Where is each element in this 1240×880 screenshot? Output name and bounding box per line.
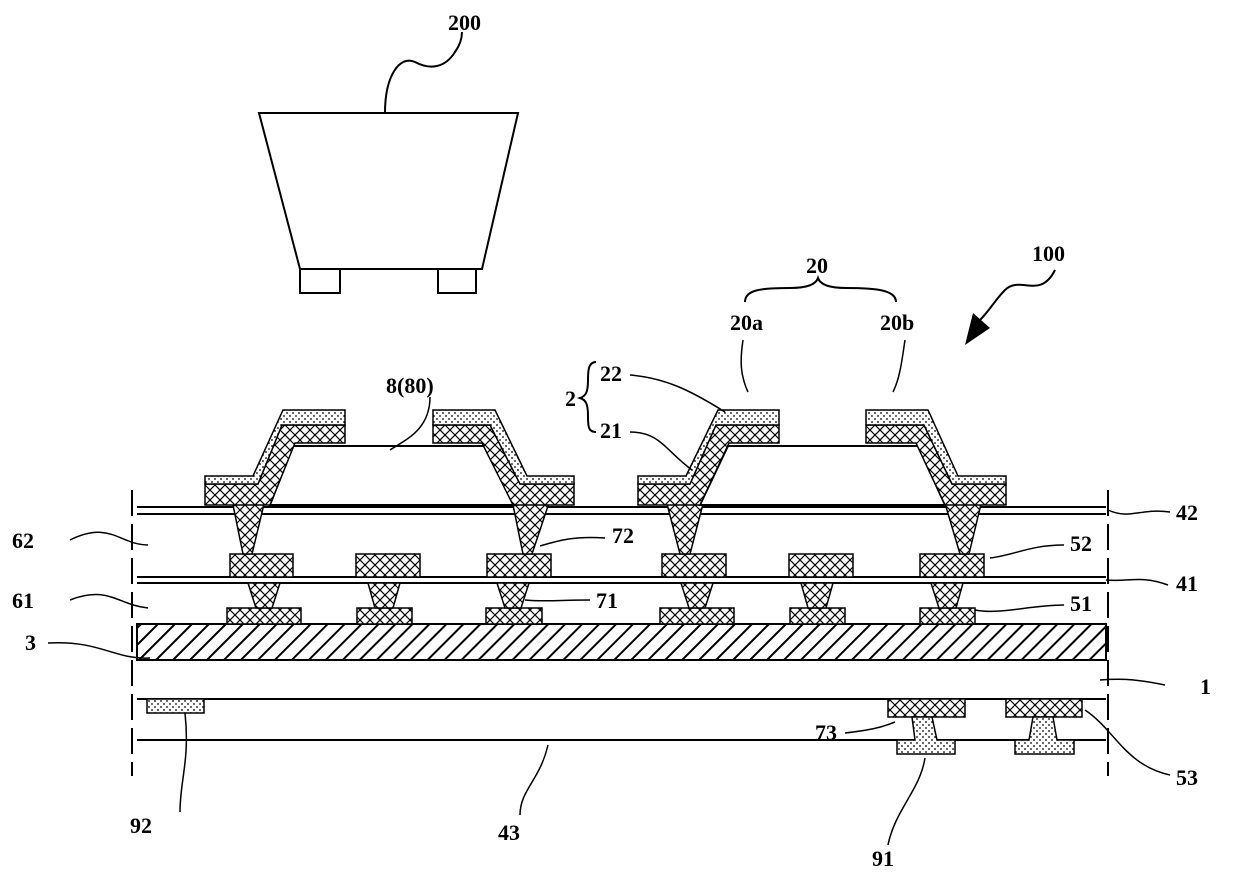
label-41: 41 (1176, 571, 1198, 596)
label-71: 71 (596, 588, 618, 613)
label-22: 22 (600, 361, 622, 386)
leader-200 (385, 32, 462, 113)
label-43: 43 (498, 820, 520, 845)
chip-pin-left (300, 269, 340, 293)
brace-2 (580, 362, 596, 432)
label-62: 62 (12, 528, 34, 553)
label-53: 53 (1176, 765, 1198, 790)
label-20a: 20a (730, 310, 763, 335)
electrode-2 (638, 410, 1006, 505)
arrow-100 (965, 270, 1055, 345)
label-100: 100 (1032, 241, 1065, 266)
label-3: 3 (25, 630, 36, 655)
chip-200 (259, 32, 518, 293)
label-20b: 20b (880, 310, 914, 335)
label-92: 92 (130, 813, 152, 838)
label-8-80: 8(80) (386, 373, 434, 398)
label-200: 200 (448, 10, 481, 35)
pad-92 (147, 699, 204, 713)
label-21: 21 (600, 418, 622, 443)
label-52: 52 (1070, 531, 1092, 556)
layer-3 (137, 624, 1106, 660)
label-2: 2 (565, 386, 576, 411)
label-73: 73 (815, 720, 837, 745)
label-42: 42 (1176, 500, 1198, 525)
label-61: 61 (12, 588, 34, 613)
chip-pin-right (438, 269, 476, 293)
label-72: 72 (612, 523, 634, 548)
brace-20 (745, 278, 896, 302)
backside-pads (147, 699, 1082, 754)
label-51: 51 (1070, 591, 1092, 616)
label-20: 20 (806, 253, 828, 278)
via-level-2 (230, 500, 984, 577)
label-1: 1 (1200, 674, 1211, 699)
label-91: 91 (872, 846, 894, 871)
bump-8 (205, 410, 574, 505)
